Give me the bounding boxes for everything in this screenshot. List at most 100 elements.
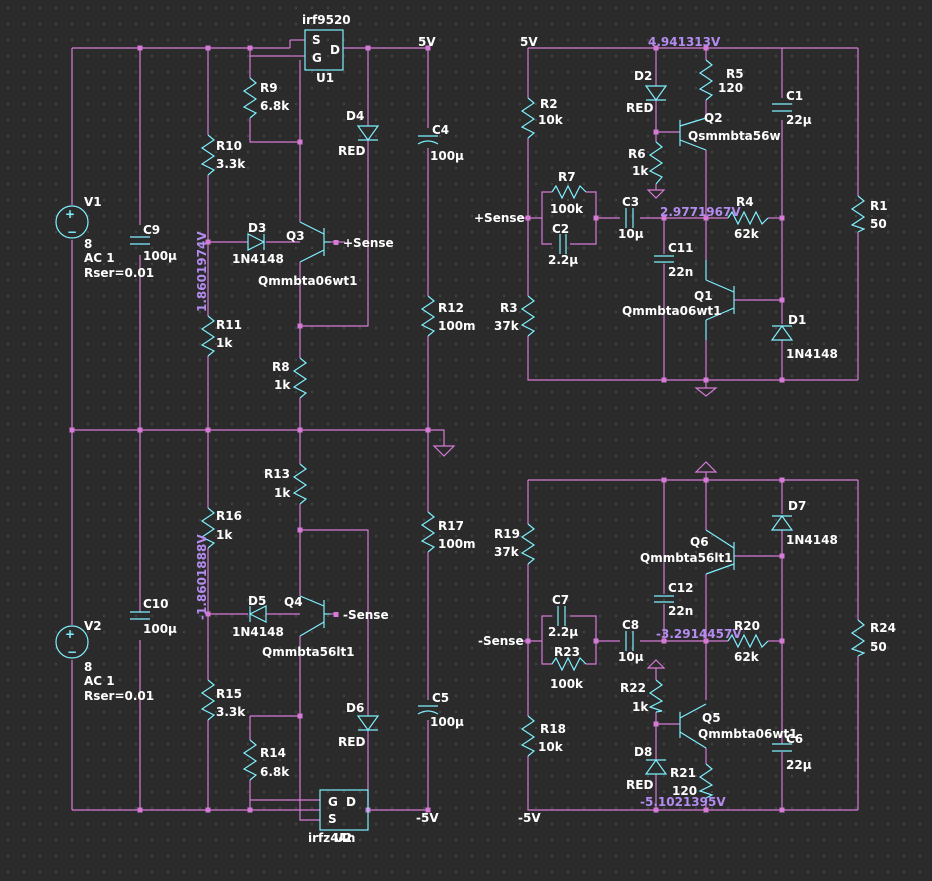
diode-d1[interactable] xyxy=(770,324,794,341)
capacitor-c3[interactable] xyxy=(625,208,634,228)
led-d2[interactable] xyxy=(644,85,668,102)
capacitor-c5[interactable] xyxy=(417,705,439,715)
r16-name-label: R16 xyxy=(216,509,242,523)
c1-value-label: 22µ xyxy=(786,113,812,127)
resistor-r13[interactable] xyxy=(292,463,308,505)
resistor-r24[interactable] xyxy=(850,619,866,657)
ground-icon xyxy=(694,387,718,397)
transistor-q4[interactable] xyxy=(299,595,330,637)
capacitor-c9[interactable] xyxy=(130,236,150,245)
c5-name-label: C5 xyxy=(432,691,449,705)
resistor-r22[interactable] xyxy=(648,679,664,713)
diode-d3[interactable] xyxy=(247,233,266,251)
ground-icon xyxy=(694,461,718,473)
c2-value-label: 2.2µ xyxy=(548,253,578,267)
resistor-r12[interactable] xyxy=(420,295,436,337)
r3-value-label: 37k xyxy=(494,319,520,333)
capacitor-c7[interactable] xyxy=(557,606,566,626)
r12-name-label: R12 xyxy=(438,301,464,315)
voltage-source-v1[interactable]: + − xyxy=(55,205,89,239)
r9-name-label: R9 xyxy=(260,81,278,95)
u2-g-pin-label: G xyxy=(328,795,338,809)
voltage-source-v2[interactable]: + − xyxy=(55,625,89,659)
d7-name-label: D7 xyxy=(788,499,806,513)
v1-ac-label: AC 1 xyxy=(84,251,115,265)
transistor-q5[interactable] xyxy=(679,703,707,749)
d7-value-label: 1N4148 xyxy=(786,533,838,547)
transistor-q6[interactable] xyxy=(705,529,735,575)
capacitor-c6[interactable] xyxy=(772,743,792,752)
led-d6[interactable] xyxy=(356,715,380,732)
ground-icon xyxy=(646,659,666,669)
resistor-r2[interactable] xyxy=(520,97,536,139)
resistor-r6[interactable] xyxy=(648,141,664,185)
v2-name-label: V2 xyxy=(84,619,102,633)
capacitor-c4[interactable] xyxy=(417,135,439,145)
d6-value-label: RED xyxy=(338,735,365,749)
capacitor-c11[interactable] xyxy=(654,255,674,263)
r12-value-label: 100m xyxy=(438,319,476,333)
r11-name-label: R11 xyxy=(216,318,242,332)
led-d8[interactable] xyxy=(644,758,668,775)
c12-name-label: C12 xyxy=(668,581,694,595)
resistor-r4[interactable] xyxy=(727,210,769,226)
v2-value-label: 8 xyxy=(84,660,92,674)
transistor-q2[interactable] xyxy=(679,117,707,151)
resistor-r1[interactable] xyxy=(850,195,866,233)
u1-model-label: irf9520 xyxy=(302,13,351,27)
transistor-q3[interactable] xyxy=(299,221,330,263)
resistor-r17[interactable] xyxy=(420,511,436,553)
resistor-r3[interactable] xyxy=(520,295,536,337)
right-top-wires xyxy=(520,47,859,388)
r4-value-label: 62k xyxy=(734,227,760,241)
mosfet-u2[interactable]: G S D xyxy=(319,789,369,831)
resistor-r14[interactable] xyxy=(242,739,258,781)
resistor-r20[interactable] xyxy=(727,633,769,649)
resistor-r9[interactable] xyxy=(242,77,258,119)
r23-name-label: R23 xyxy=(554,645,580,659)
resistor-r10[interactable] xyxy=(200,134,216,176)
resistor-r19[interactable] xyxy=(520,523,536,565)
u2-s-pin-label: S xyxy=(328,812,337,826)
capacitor-c10[interactable] xyxy=(130,611,150,620)
diode-d5[interactable] xyxy=(248,605,267,623)
capacitor-c1[interactable] xyxy=(772,103,792,112)
r17-name-label: R17 xyxy=(438,519,464,533)
voltage-top-left-label: 1.8601974V xyxy=(195,231,209,312)
v1-name-label: V1 xyxy=(84,195,102,209)
resistor-r5[interactable] xyxy=(698,59,714,101)
r13-name-label: R13 xyxy=(264,467,290,481)
d2-name-label: D2 xyxy=(634,69,652,83)
resistor-r11[interactable] xyxy=(200,315,216,357)
d2-value-label: RED xyxy=(626,101,653,115)
q1-name-label: Q1 xyxy=(694,289,713,303)
capacitor-c8[interactable] xyxy=(625,631,634,651)
diode-d7[interactable] xyxy=(770,514,794,531)
capacitor-c2[interactable] xyxy=(559,234,567,254)
r14-value-label: 6.8k xyxy=(260,765,290,779)
capacitor-c12[interactable] xyxy=(654,595,674,603)
resistor-r18[interactable] xyxy=(520,715,536,757)
r15-name-label: R15 xyxy=(216,687,242,701)
c6-value-label: 22µ xyxy=(786,758,812,772)
net-m5v-left-label: -5V xyxy=(416,811,439,825)
led-d4[interactable] xyxy=(356,125,380,142)
resistor-r23[interactable] xyxy=(551,656,587,672)
mosfet-u1[interactable]: S G D xyxy=(304,29,344,71)
resistor-r21[interactable] xyxy=(698,763,714,799)
c11-name-label: C11 xyxy=(668,241,694,255)
r3-name-label: R3 xyxy=(500,301,518,315)
c3-name-label: C3 xyxy=(622,195,639,209)
resistor-r15[interactable] xyxy=(200,679,216,721)
r4-name-label: R4 xyxy=(736,195,754,209)
resistor-r16[interactable] xyxy=(200,507,216,549)
d4-value-label: RED xyxy=(338,144,365,158)
resistor-r8[interactable] xyxy=(292,357,308,399)
r13-value-label: 1k xyxy=(274,486,291,500)
q6-value-label: Qmmbta56lt1 xyxy=(640,551,733,565)
u1-g-pin-label: G xyxy=(312,51,322,65)
resistor-r7[interactable] xyxy=(551,184,587,200)
transistor-q1[interactable] xyxy=(705,260,735,340)
v1-value-label: 8 xyxy=(84,237,92,251)
